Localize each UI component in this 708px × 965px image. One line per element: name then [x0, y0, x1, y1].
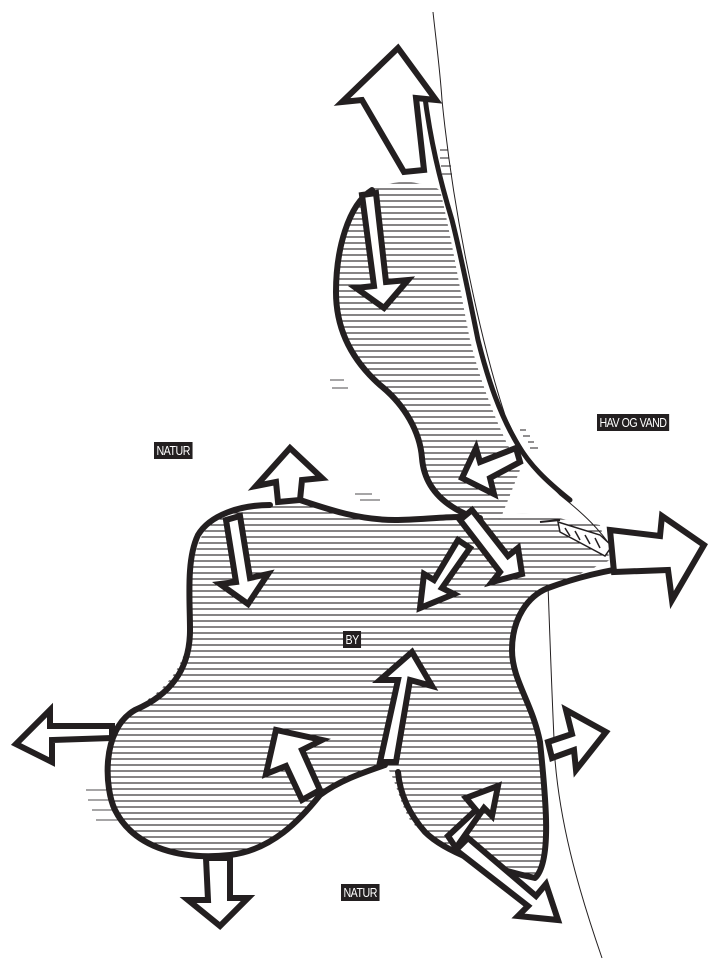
label-by: BY [343, 631, 362, 648]
arrow-center-left [416, 535, 475, 613]
arrow-coast-inward [458, 439, 524, 500]
arrow-south-diagonal-out [451, 833, 563, 924]
label-hav-og-vand: HAV OG VAND [597, 414, 669, 431]
arrow-west [10, 702, 115, 767]
coastal-strip-hatch [440, 149, 538, 449]
arrow-town-northwest-down [212, 512, 275, 609]
arrow-town-northwest-up [247, 443, 329, 506]
arrow-north-down [347, 189, 416, 313]
edge-texture [86, 379, 380, 821]
north-coast-outline [421, 87, 573, 503]
hatched-area-north [335, 182, 520, 520]
arrow-harbour-east [606, 510, 708, 610]
town-north-outline [297, 497, 483, 524]
arrow-south-coast-out [544, 704, 611, 778]
town-area-outline [104, 502, 643, 881]
arrow-south-center [261, 726, 331, 805]
arrow-center-right [455, 505, 526, 588]
label-natur-south: NATUR [341, 884, 380, 901]
arrow-north-up [333, 43, 443, 176]
harbour-icon [539, 519, 613, 557]
arrow-center-south-up [372, 647, 439, 765]
north-area-outline [332, 187, 478, 521]
arrow-south-west [179, 855, 256, 931]
label-natur-west: NATUR [154, 442, 193, 459]
